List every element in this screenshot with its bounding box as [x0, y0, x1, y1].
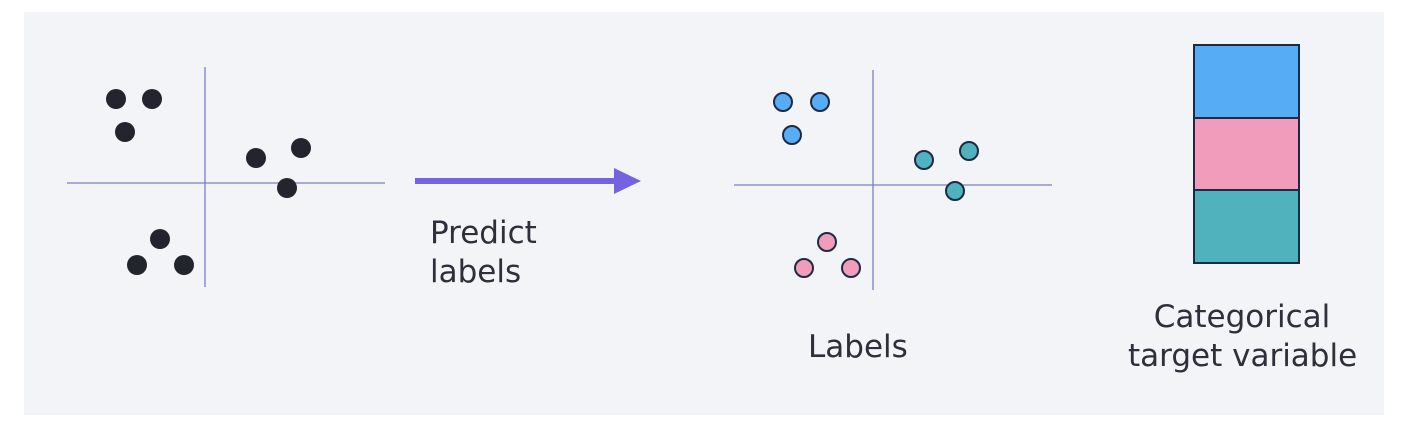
unlabeled-point — [291, 138, 311, 158]
predict-labels-text: Predict labels — [430, 214, 537, 292]
unlabeled-point — [277, 178, 297, 198]
predict-label-line-2: labels — [430, 254, 522, 290]
labeled-point-teal — [914, 150, 934, 170]
labeled-point-blue — [810, 92, 830, 112]
categorical-target-stack — [1193, 44, 1300, 264]
arrow-head — [614, 168, 641, 194]
labeled-point-blue — [782, 125, 802, 145]
unlabeled-point — [150, 229, 170, 249]
labeled-scatter-plot — [734, 70, 1052, 290]
labeled-point-blue — [773, 92, 793, 112]
unlabeled-point — [246, 148, 266, 168]
unlabeled-point — [127, 255, 147, 275]
unlabeled-scatter-plot — [67, 67, 385, 287]
labeled-point-pink — [841, 258, 861, 278]
labels-caption: Labels — [808, 329, 908, 365]
unlabeled-point — [115, 122, 135, 142]
categorical-target-caption: Categorical target variable — [1128, 298, 1358, 376]
target-caption-line-1: Categorical — [1153, 299, 1331, 335]
labeled-point-teal — [945, 181, 965, 201]
predict-label-line-1: Predict — [430, 215, 537, 251]
labeled-point-teal — [959, 141, 979, 161]
diagram-panel — [24, 12, 1384, 415]
target-caption-line-2: target variable — [1128, 338, 1358, 374]
predict-arrow — [415, 168, 641, 194]
category-block-teal — [1193, 189, 1300, 264]
labeled-point-pink — [794, 258, 814, 278]
category-block-blue — [1193, 44, 1300, 119]
labeled-point-pink — [817, 232, 837, 252]
unlabeled-point — [106, 89, 126, 109]
category-block-pink — [1193, 117, 1300, 191]
unlabeled-point — [174, 255, 194, 275]
unlabeled-point — [142, 89, 162, 109]
